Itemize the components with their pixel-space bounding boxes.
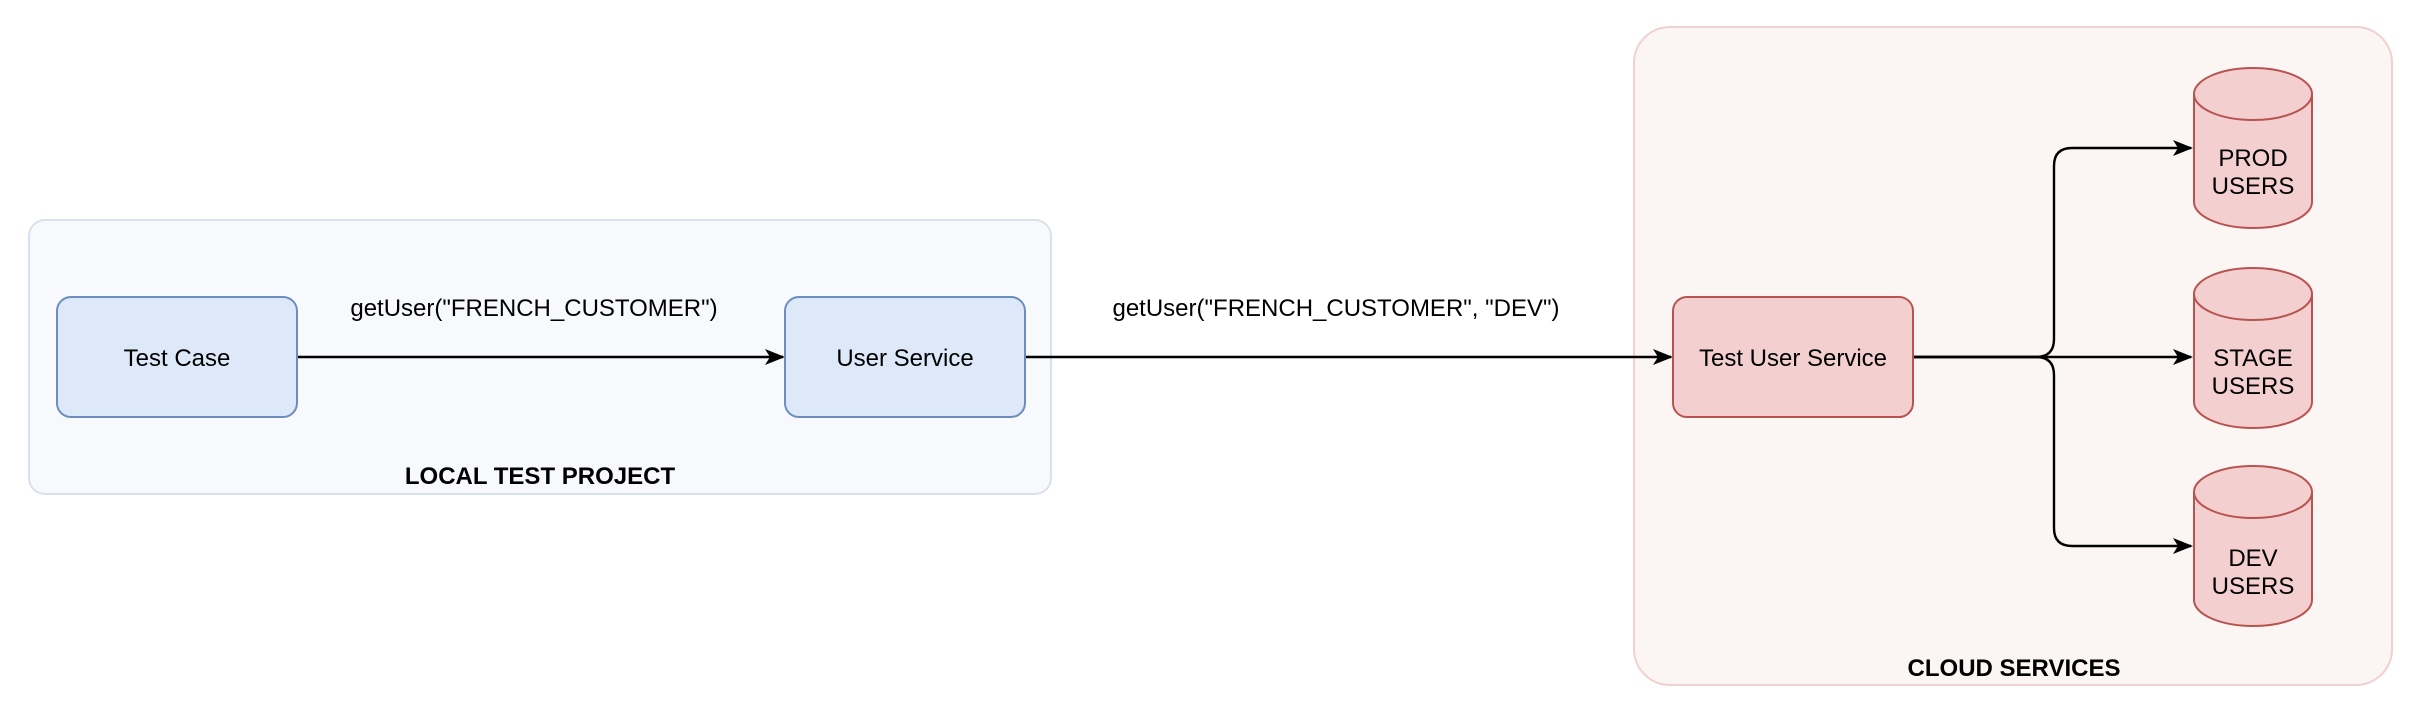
user-service-box[interactable] (784, 296, 1026, 418)
db-dev-top (2193, 465, 2313, 519)
db-stage-label-line2: USERS (2212, 373, 2295, 400)
edge-to-dev-db (1913, 355, 2193, 554)
db-prod-users[interactable]: PROD USERS (2193, 67, 2313, 229)
test-case-label: Test Case (124, 345, 231, 372)
db-stage-users[interactable]: STAGE USERS (2193, 267, 2313, 429)
test-user-service-box[interactable] (1672, 296, 1914, 418)
node-user-service[interactable]: User Service (784, 296, 1026, 418)
test-case-box[interactable] (56, 296, 298, 418)
edge-local-call-label: getUser("FRENCH_CUSTOMER") (350, 295, 717, 322)
edges: getUser("FRENCH_CUSTOMER") getUser("FREN… (297, 140, 2193, 554)
db-prod-body[interactable] (2193, 94, 2313, 229)
db-stage-label-line1: STAGE (2213, 345, 2293, 372)
local-group-label: LOCAL TEST PROJECT (405, 463, 676, 490)
db-stage-top (2193, 267, 2313, 321)
db-prod-label-line1: PROD (2218, 145, 2287, 172)
node-test-case[interactable]: Test Case (56, 296, 298, 418)
test-user-service-label: Test User Service (1699, 345, 1887, 372)
db-stage-body[interactable] (2193, 294, 2313, 429)
node-test-user-service[interactable]: Test User Service (1672, 296, 1914, 418)
db-prod-top (2193, 67, 2313, 121)
cloud-group-label: CLOUD SERVICES (1908, 655, 2121, 682)
db-prod-label-line2: USERS (2212, 173, 2295, 200)
db-dev-body[interactable] (2193, 492, 2313, 627)
edge-remote-call-label: getUser("FRENCH_CUSTOMER", "DEV") (1112, 295, 1559, 322)
db-dev-label-line2: USERS (2212, 573, 2295, 600)
db-dev-label-line1: DEV (2228, 545, 2277, 572)
user-service-label: User Service (836, 345, 973, 372)
db-dev-users[interactable]: DEV USERS (2193, 465, 2313, 627)
